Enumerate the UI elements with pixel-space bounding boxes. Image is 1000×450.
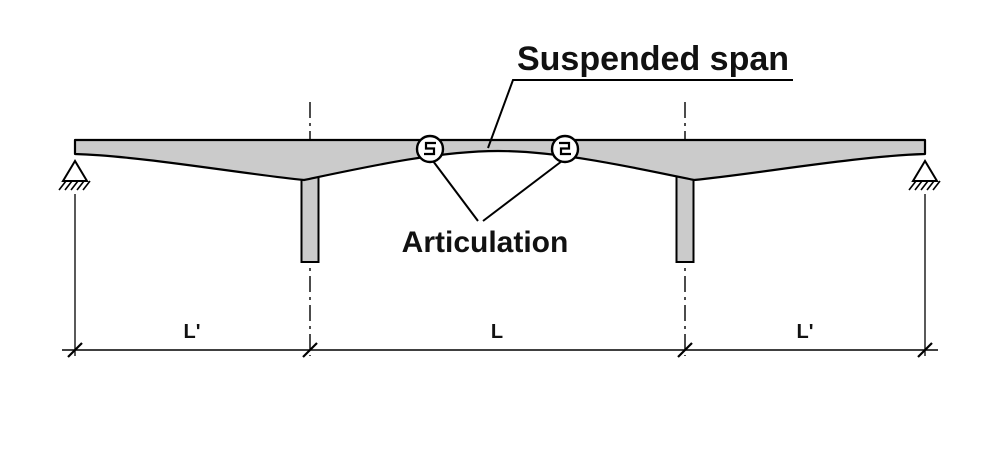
dimension-tick: [677, 342, 693, 358]
suspended-span-leader: [487, 79, 793, 149]
left-support-triangle-icon: [61, 159, 89, 182]
dim-label-left: L': [184, 321, 201, 343]
right-pier: [675, 169, 695, 263]
dimension-tick: [67, 342, 83, 358]
dimension-tick: [917, 342, 933, 358]
articulation-leader-right: [482, 160, 563, 222]
articulation-label: Articulation: [402, 226, 569, 259]
dimension-tick: [302, 342, 318, 358]
left-abutment-support: [58, 159, 91, 191]
hinge-symbol-right-icon: [559, 141, 571, 156]
articulation-leader-left: [432, 160, 479, 222]
dimension-ticks: [67, 342, 933, 358]
right-abutment-support: [908, 159, 941, 191]
suspended-span-label: Suspended span: [517, 40, 789, 78]
deck-girder: [73, 138, 927, 182]
right-support-hatching: [908, 180, 941, 191]
right-support-triangle-icon: [911, 159, 939, 182]
left-support-hatching: [58, 180, 91, 191]
dim-label-right: L': [797, 321, 814, 343]
hinge-symbol-left-icon: [424, 141, 436, 156]
left-pier: [300, 169, 320, 263]
dim-label-center: L: [491, 321, 503, 343]
